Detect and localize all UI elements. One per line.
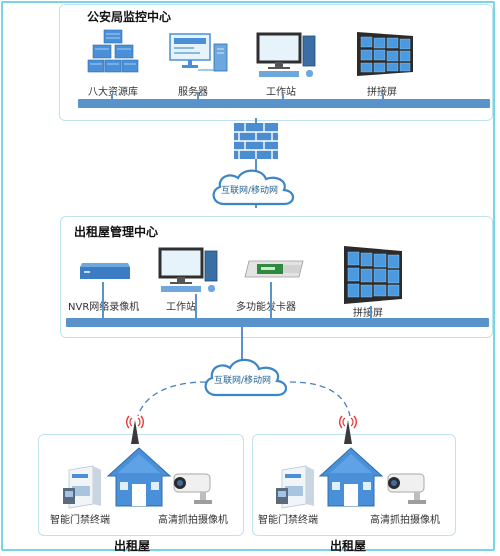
camera-label-left: 高清抓拍摄像机 <box>158 515 228 526</box>
camera-label-right: 高清抓拍摄像机 <box>370 515 440 526</box>
server-label: 服务器 <box>178 87 208 98</box>
rental-network-bus <box>66 318 489 327</box>
access-terminal-label-left: 智能门禁终端 <box>50 515 110 526</box>
workstation-icon <box>256 32 316 77</box>
rental-bus-connectors <box>102 282 372 318</box>
mid-video-wall-label: 拼接屏 <box>353 308 383 319</box>
internet-cloud-icon <box>212 169 295 206</box>
card-issuer-label: 多功能发卡器 <box>236 302 296 313</box>
police-center-title: 公安局监控中心 <box>87 10 172 24</box>
police-bus-connectors <box>111 92 384 99</box>
access-control-terminal-icon <box>63 465 101 509</box>
video-wall-icon <box>357 32 413 76</box>
mid-workstation-label: 工作站 <box>166 302 196 313</box>
outer-frame <box>1 1 495 551</box>
database-servers-icon <box>87 29 139 73</box>
wireless-links <box>137 381 351 417</box>
resource-library-label: 八大资源库 <box>88 87 138 98</box>
cloud-link <box>241 327 243 361</box>
access-control-terminal-icon <box>276 465 314 509</box>
rental-house-right-title: 出租屋 <box>330 539 367 553</box>
antenna-icon <box>126 415 144 444</box>
workstation-icon <box>158 247 218 292</box>
antenna-icon <box>339 415 357 444</box>
firewall-icon <box>234 123 278 159</box>
rental-center-title: 出租屋管理中心 <box>74 225 159 239</box>
nvr-recorder-icon <box>80 263 130 279</box>
internet-cloud-label: 互联网/移动网 <box>221 186 279 196</box>
workstation-label: 工作站 <box>266 87 296 98</box>
video-wall-label: 拼接屏 <box>367 87 397 98</box>
access-terminal-label-right: 智能门禁终端 <box>258 515 318 526</box>
internet-cloud-label-2: 互联网/移动网 <box>214 376 272 386</box>
hd-camera-icon <box>387 473 426 504</box>
rental-house-left-title: 出租屋 <box>114 539 151 553</box>
card-issuer-icon <box>244 260 304 278</box>
house-icon <box>106 447 172 507</box>
house-icon <box>318 447 384 507</box>
video-wall-icon <box>344 246 402 304</box>
hd-camera-icon <box>173 473 212 504</box>
police-network-bus <box>78 99 490 108</box>
internet-cloud-icon <box>204 358 288 397</box>
server-icon <box>169 33 228 72</box>
